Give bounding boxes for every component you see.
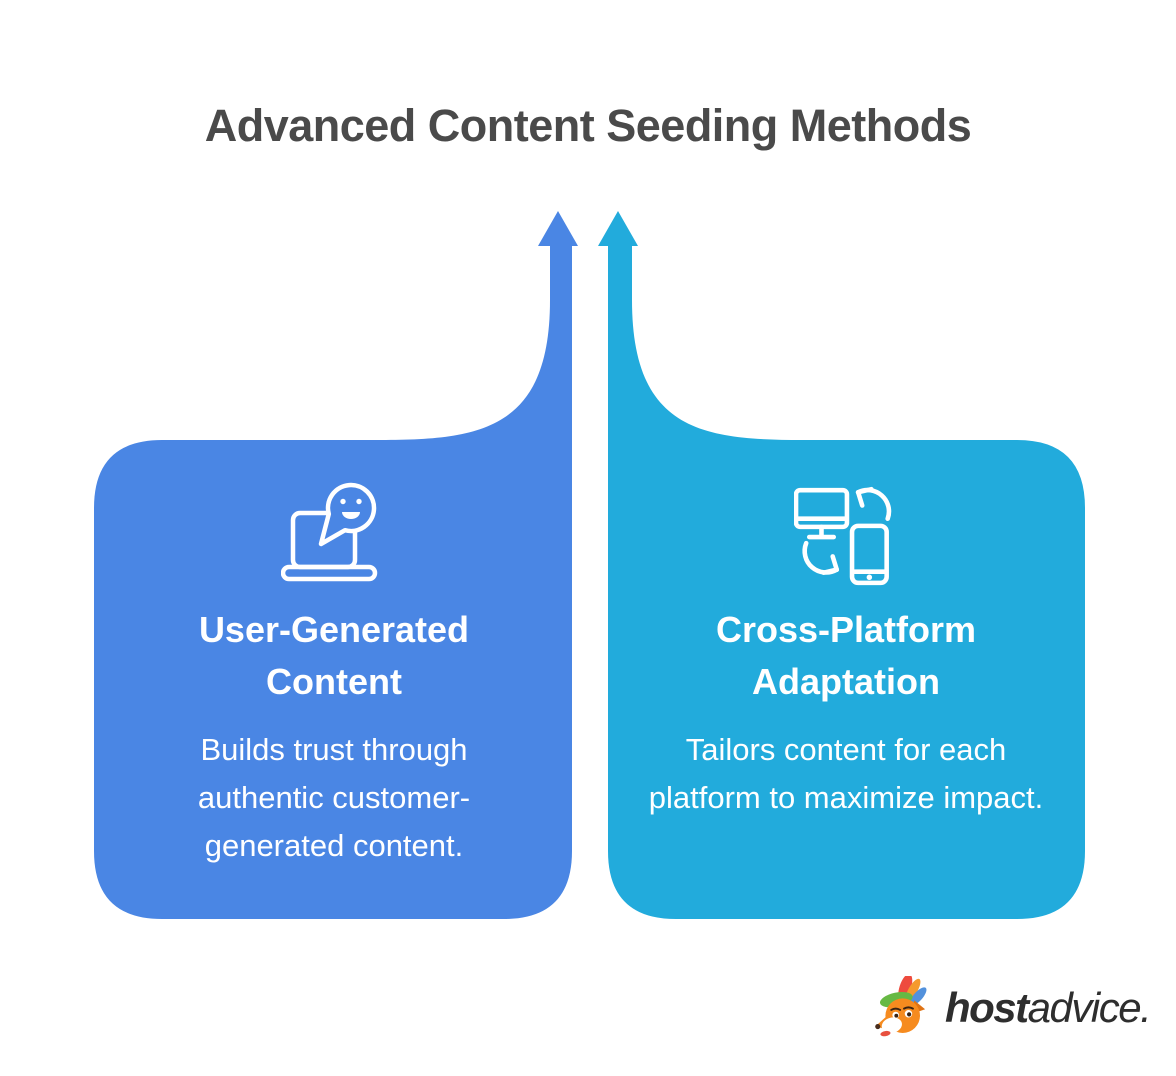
smiley-left-eye [340,498,346,505]
brand-advice: advice. [1027,984,1152,1031]
cross-platform-card-bubble-arrow [598,211,1085,919]
brand-host: host [945,984,1029,1031]
phone-home-button [866,574,873,581]
laptop-user-chat-icon [281,482,378,582]
hostadvice-fox-icon [875,976,927,1037]
card-body-ugc: Builds trust through authentic customer-… [197,732,471,863]
cross-device-sync-icon [794,486,892,586]
card-heading-cross-platform: Cross-Platform Adaptation [715,609,977,702]
hostadvice-logo: hostadvice. [872,974,1152,1042]
laptop-base [281,564,378,582]
card-body-cross-platform: Tailors content for each platform to max… [648,732,1044,815]
smiley-right-eye [356,498,362,505]
card-heading-ugc: User-Generated Content [198,609,470,702]
hostadvice-wordmark: hostadvice. [945,984,1152,1032]
phone-icon [849,523,889,586]
page-title: Advanced Content Seeding Methods [204,100,972,151]
monitor-icon [794,487,850,530]
smiley-mouth [342,512,360,519]
